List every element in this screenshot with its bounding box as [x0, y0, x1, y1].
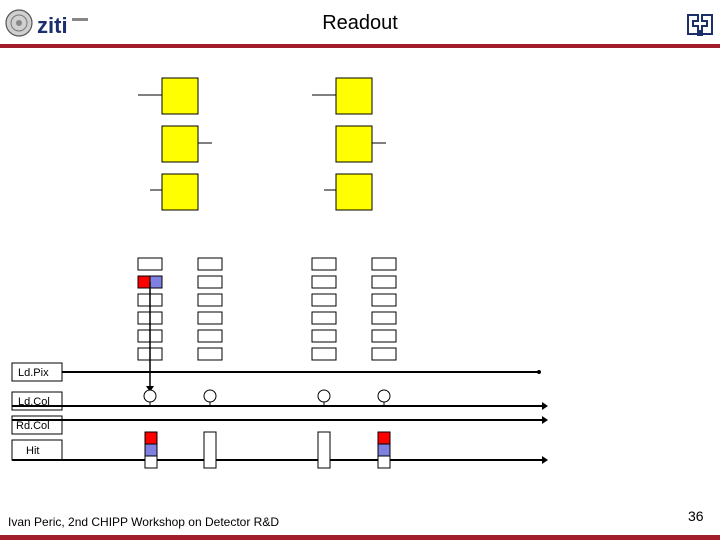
signal-buses: Ld.Pix Ld.Col Rd.Col Hit — [11, 362, 548, 464]
pixel-cell — [335, 173, 373, 211]
buffer-cell — [311, 275, 337, 289]
register-cell-hit — [377, 431, 391, 445]
buffer-cell — [371, 257, 397, 271]
buffer-cell — [197, 329, 223, 343]
header-divider — [0, 44, 720, 48]
buffer-cell — [137, 257, 163, 271]
svg-text:ziti: ziti — [37, 13, 68, 38]
column-node — [203, 389, 217, 403]
buffer-cell — [371, 311, 397, 325]
register-cell — [144, 455, 158, 469]
bus-end-dot — [537, 370, 541, 374]
buffer-cell — [371, 275, 397, 289]
pixel-cell — [335, 125, 373, 163]
signal-label-rdcol: Rd.Col — [16, 420, 50, 432]
buffer-cell-hit — [137, 275, 151, 289]
buffer-cell — [311, 311, 337, 325]
register-cell-pending — [144, 443, 158, 457]
pixel-cell — [161, 125, 199, 163]
page-number: 36 — [688, 508, 704, 524]
register-cell — [377, 455, 391, 469]
arrow-head — [542, 402, 548, 410]
footer-divider — [0, 535, 720, 540]
pixel-cell — [161, 77, 199, 115]
column-readout-nodes — [143, 282, 391, 406]
buffer-cell — [311, 347, 337, 361]
buffer-column-4 — [371, 257, 397, 361]
pixel-cell — [335, 77, 373, 115]
buffer-cell — [197, 257, 223, 271]
buffer-cell-pending — [149, 275, 163, 289]
column-registers — [144, 431, 391, 469]
buffer-cell — [371, 347, 397, 361]
buffer-cell — [311, 257, 337, 271]
uni-heidelberg-logo — [687, 14, 713, 36]
arrow-head — [542, 456, 548, 464]
footer-text: Ivan Peric, 2nd CHIPP Workshop on Detect… — [8, 515, 280, 529]
arrow-head — [542, 416, 548, 424]
buffer-cell — [371, 329, 397, 343]
signal-label-hit: Hit — [26, 445, 39, 457]
buffer-column-2 — [197, 257, 223, 361]
pixel-cell — [161, 173, 199, 211]
pixel-matrix — [138, 77, 386, 211]
arrow-head — [146, 386, 154, 392]
register-cell-hit — [144, 431, 158, 445]
buffer-cell — [311, 329, 337, 343]
column-node — [317, 389, 331, 403]
register-cell — [317, 431, 331, 469]
signal-label-ldpix: Ld.Pix — [18, 367, 49, 379]
ziti-logo: ziti — [5, 9, 88, 38]
page-title: Readout — [322, 12, 398, 34]
register-cell — [203, 431, 217, 469]
buffer-cell — [371, 293, 397, 307]
column-node — [377, 389, 391, 403]
buffer-cell — [311, 293, 337, 307]
buffer-cell — [197, 293, 223, 307]
buffer-cell — [197, 311, 223, 325]
column-node — [143, 389, 157, 403]
buffer-cell — [197, 275, 223, 289]
buffer-cell — [197, 347, 223, 361]
buffer-column-3 — [311, 257, 337, 361]
register-cell-pending — [377, 443, 391, 457]
